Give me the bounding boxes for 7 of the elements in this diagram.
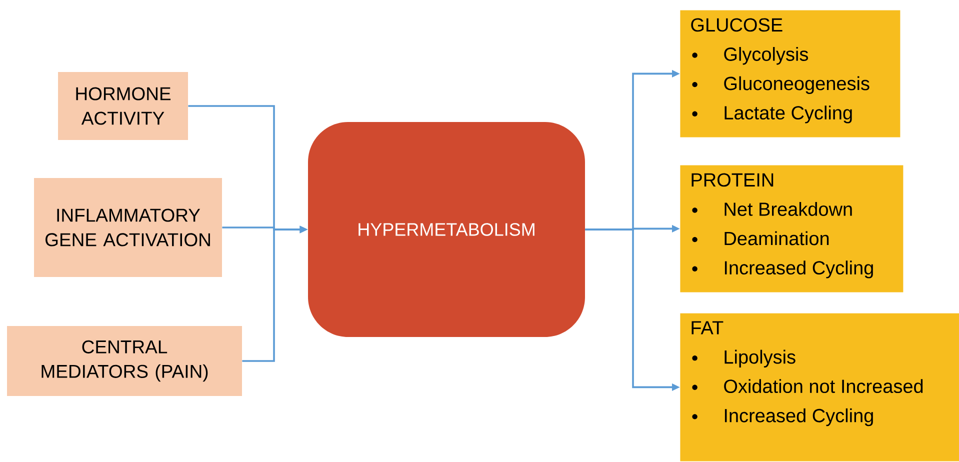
category-box: PROTEIN Net Breakdown Deamination Increased Cycling (680, 165, 904, 292)
cause-box: INFLAMMATORY GENE ACTIVATION (34, 178, 222, 277)
category-box: GLUCOSE Glycolysis Gluconeogenesis Lactate Cycling (680, 10, 900, 138)
category-box: FAT Lipolysis Oxidation not Increased Increased Cycling (680, 313, 959, 462)
cause-box: HORMONE ACTIVITY (58, 72, 188, 140)
cause-box: CENTRAL MEDIATORS (PAIN) (7, 326, 242, 396)
process-box: HYPERMETABOLISM (308, 122, 585, 337)
